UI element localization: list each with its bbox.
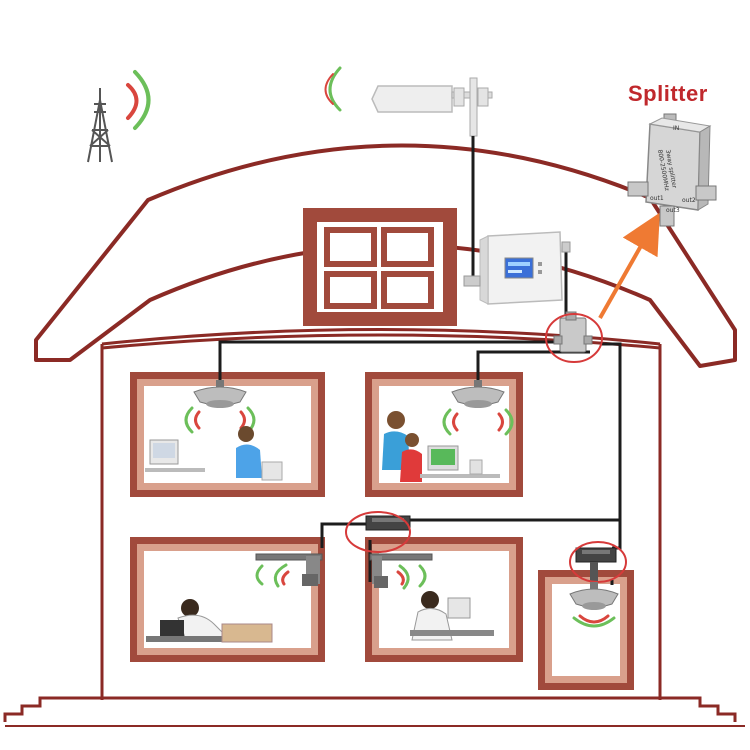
splitter-out3-label: out3 xyxy=(666,207,680,214)
splitter-closeup-icon: IN 3way splitter 800-2500MHz out1 out2 o… xyxy=(627,113,717,227)
roof-outline xyxy=(34,143,737,368)
person-icon xyxy=(145,426,283,481)
ceiling-antenna-icon xyxy=(193,380,247,408)
room3-signal-waves-icon xyxy=(255,563,290,588)
attic-window xyxy=(303,208,457,326)
room4-signal-waves-icon xyxy=(396,564,427,590)
splitter-out1-label: out1 xyxy=(650,195,664,202)
panel-antenna-icon xyxy=(255,553,323,586)
panel-antenna-icon xyxy=(369,553,433,588)
splitter-icon xyxy=(553,311,593,353)
room-frames xyxy=(130,372,634,690)
room2-signal-waves-icon xyxy=(442,408,514,436)
splitter-icon xyxy=(365,515,411,531)
ceiling-antenna-icon xyxy=(569,582,619,610)
splitter-port-in-label: IN xyxy=(673,125,679,132)
booster-unit-icon xyxy=(463,231,571,305)
splitter-icon xyxy=(575,547,617,582)
splitter-callout-arrow xyxy=(598,212,660,319)
splitter-highlight-circle xyxy=(545,313,603,363)
cables xyxy=(218,136,622,585)
outdoor-antenna-waves-icon xyxy=(324,66,342,112)
person-icon xyxy=(146,599,273,643)
person-icon xyxy=(410,591,494,641)
splitter-highlight-circle xyxy=(345,511,411,553)
foundation-steps xyxy=(3,696,737,722)
ceiling-antenna-icon xyxy=(451,380,505,408)
splitter-out2-label: out2 xyxy=(682,197,696,204)
tower-signal-waves-icon xyxy=(126,70,151,130)
splitter-callout-label: Splitter xyxy=(628,81,708,106)
outdoor-antenna-icon xyxy=(371,77,493,137)
person-icon xyxy=(382,411,500,482)
cell-tower-icon xyxy=(87,88,113,163)
room5-signal-waves-icon xyxy=(572,614,616,628)
